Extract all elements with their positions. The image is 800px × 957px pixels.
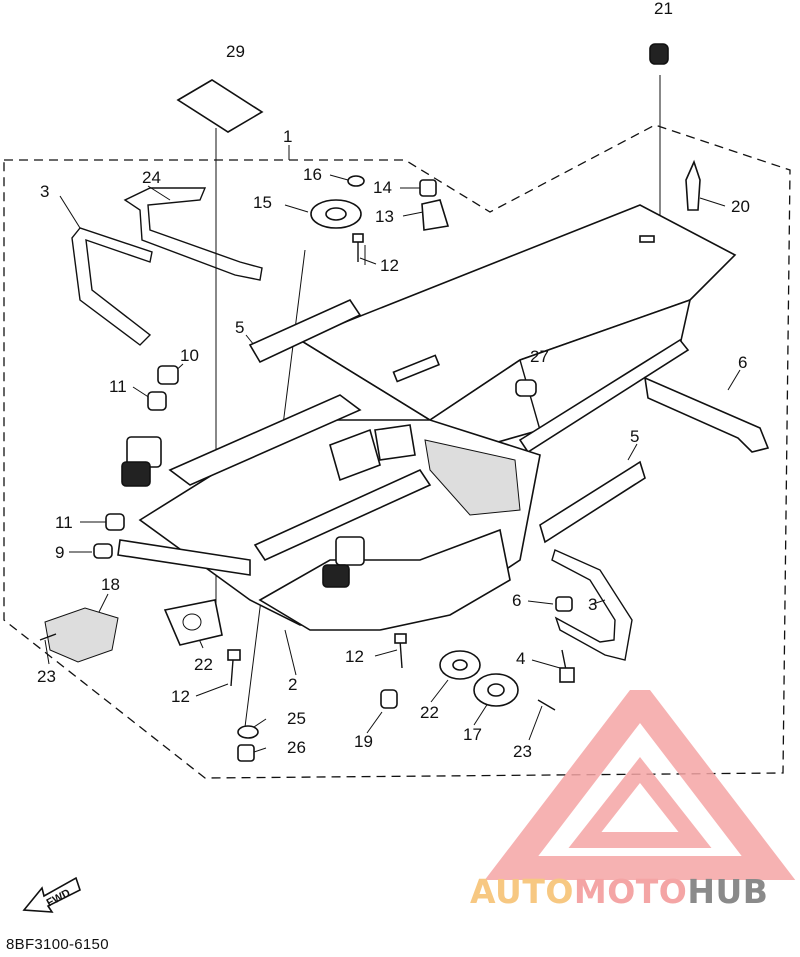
part-16-washer xyxy=(347,175,365,187)
callout-24: 24 xyxy=(142,168,161,187)
part-6-plate xyxy=(539,460,646,544)
callout-26: 26 xyxy=(287,738,306,757)
callout-10: 10 xyxy=(180,346,199,365)
fwd-indicator: FWD xyxy=(22,870,82,921)
front-shock-left xyxy=(121,436,162,487)
part-3-bumper-rear xyxy=(551,549,633,661)
callout-13: 13 xyxy=(375,207,394,226)
brand-logo-icon xyxy=(481,676,799,884)
callout-25: 25 xyxy=(287,709,306,728)
callout-5: 6 xyxy=(512,591,521,610)
part-5-nut xyxy=(555,596,573,612)
part-11-bushing-upper xyxy=(147,391,167,411)
part-13-bracket xyxy=(421,199,450,231)
fwd-label: FWD xyxy=(45,887,73,909)
callout-23-right: 23 xyxy=(513,742,532,761)
callout-15: 15 xyxy=(253,193,272,212)
callout-19: 19 xyxy=(354,732,373,751)
part-3-bumper-front xyxy=(71,227,153,346)
brand-watermark: AUTOMOTOHUB xyxy=(470,676,800,920)
part-26-nut xyxy=(237,744,255,762)
part-11-bushing-lower xyxy=(105,513,125,531)
callout-12-top: 12 xyxy=(380,256,399,275)
part-8-bracket xyxy=(643,376,770,453)
callout-8: 6 xyxy=(738,353,747,372)
part-28-cap xyxy=(649,43,669,65)
front-shock-right xyxy=(322,536,365,588)
callout-3-rear: 3 xyxy=(588,595,597,614)
callout-16: 16 xyxy=(303,165,322,184)
part-24-grab-bar xyxy=(123,187,263,281)
fwd-arrow-icon: FWD xyxy=(22,876,81,913)
main-frame xyxy=(117,204,737,631)
assembly-boundary xyxy=(3,124,791,779)
brand-name: AUTOMOTOHUB xyxy=(470,872,768,911)
brand-part-hub: HUB xyxy=(687,872,769,911)
callout-20: 20 xyxy=(731,197,750,216)
part-9-bushing xyxy=(93,543,113,559)
part-21-mount xyxy=(439,650,481,680)
callout-21: 22 xyxy=(420,703,439,722)
part-18-boot xyxy=(44,607,119,663)
part-14-nut xyxy=(419,179,437,197)
callout-1: 1 xyxy=(283,127,292,146)
part-10-bushing xyxy=(157,365,179,385)
part-15-mount xyxy=(310,199,362,229)
brand-part-moto: MOTO xyxy=(573,872,688,911)
part-23-screw-right xyxy=(537,699,556,711)
callout-12-lower: 12 xyxy=(171,687,190,706)
part-7-bracket xyxy=(248,298,362,364)
callout-18: 18 xyxy=(101,575,120,594)
callout-9: 9 xyxy=(55,543,64,562)
part-12-bolt-lower xyxy=(227,649,241,687)
part-25-washer xyxy=(237,725,259,739)
callout-6: 5 xyxy=(630,427,639,446)
callout-11-lower: 11 xyxy=(55,513,73,532)
part-29-sticker xyxy=(176,79,264,133)
callout-2: 2 xyxy=(288,675,297,694)
callout-22: 22 xyxy=(194,655,213,674)
callout-27: 27 xyxy=(530,347,549,366)
part-4-bolt xyxy=(559,649,575,683)
part-19-grommet xyxy=(380,689,398,709)
callout-7: 5 xyxy=(235,318,244,337)
callout-28: 21 xyxy=(654,0,673,18)
part-20-stud xyxy=(685,159,701,211)
callout-29: 29 xyxy=(226,42,245,61)
callout-23-left: 23 xyxy=(37,667,56,686)
callout-4: 4 xyxy=(516,649,525,668)
part-12-bolt-top xyxy=(352,233,364,262)
callout-labels: 21 29 1 16 14 3 24 15 20 13 12 5 10 27 6… xyxy=(37,0,750,761)
callout-14: 14 xyxy=(373,178,392,197)
part-12-bolt-mid xyxy=(394,633,407,669)
part-code: 8BF3100-6150 xyxy=(6,936,109,953)
part-22-mount xyxy=(163,599,223,646)
callout-3-front: 3 xyxy=(40,182,49,201)
part-27-plug xyxy=(515,379,537,397)
part-23-screw-left xyxy=(39,633,57,641)
callout-11-upper: 11 xyxy=(109,377,127,396)
brand-part-auto: AUTO xyxy=(470,872,574,911)
callout-12-mid: 12 xyxy=(345,647,364,666)
callout-17: 17 xyxy=(463,725,482,744)
part-17-mount xyxy=(473,673,519,707)
